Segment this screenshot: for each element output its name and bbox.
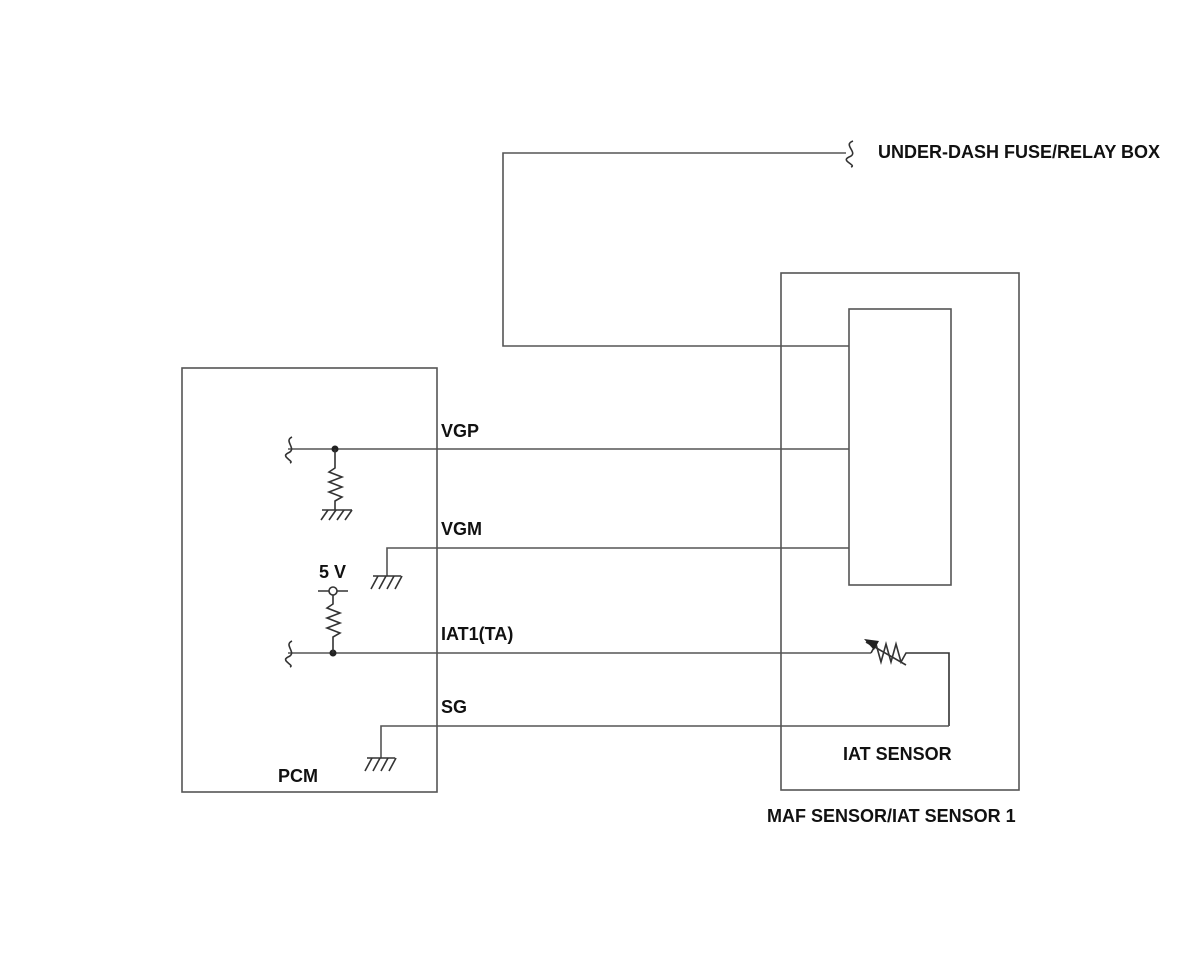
maf-sensor-element <box>848 308 952 586</box>
fuse-box-connector-break <box>845 140 854 168</box>
maf-iat-sensor-box <box>780 272 1020 791</box>
vgp-pulldown-resistor <box>326 449 345 510</box>
vgm-ground-icon <box>370 575 403 590</box>
pcm-box <box>181 367 438 793</box>
maf-iat-sensor-label: MAF SENSOR/IAT SENSOR 1 <box>767 806 1016 826</box>
iat1-internal-break <box>284 640 293 668</box>
vgp-label: VGP <box>441 421 479 441</box>
thermistor-variable-arrow-icon <box>864 639 907 666</box>
five-v-label: 5 V <box>319 562 346 582</box>
vgp-internal-break <box>284 436 293 464</box>
iat-sensor-label: IAT SENSOR <box>843 744 952 764</box>
vgm-wire <box>386 547 849 576</box>
iat1-pullup-resistor <box>324 595 343 653</box>
vgp-ground-icon <box>320 509 353 521</box>
sg-wire <box>380 725 949 758</box>
five-v-terminal <box>328 586 338 596</box>
vgm-label: VGM <box>441 519 482 539</box>
power-feed-wire <box>502 152 849 347</box>
pcm-label: PCM <box>278 766 318 786</box>
iat-thermistor <box>870 641 950 726</box>
sg-label: SG <box>441 697 467 717</box>
fuse-box-label: UNDER-DASH FUSE/RELAY BOX <box>878 142 1160 162</box>
sg-ground-icon <box>364 757 397 772</box>
iat1-ta-label: IAT1(TA) <box>441 624 513 644</box>
